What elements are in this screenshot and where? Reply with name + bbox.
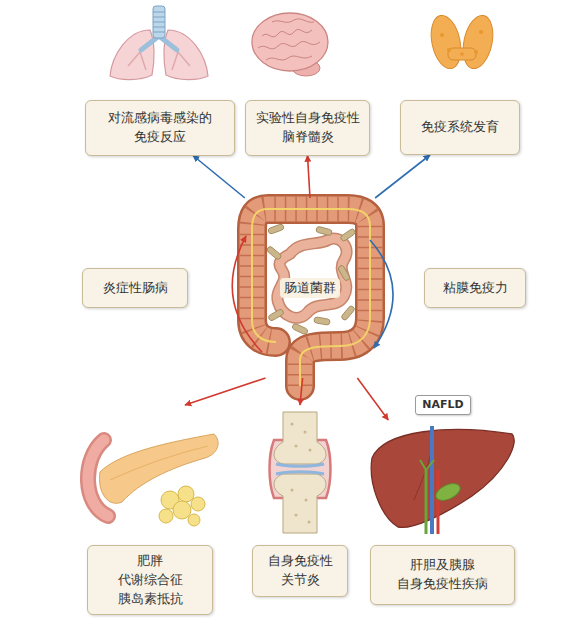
intestine-illustration: [252, 209, 370, 386]
brain-illustration: [252, 13, 328, 71]
intestine-illustration: [252, 209, 370, 386]
effect-box: 粘膜免疫力: [424, 268, 526, 308]
disease-tag: NAFLD: [415, 395, 471, 415]
pancreas-illustration: [173, 501, 191, 519]
node-label: 自身免疫性 关节炎: [252, 545, 348, 597]
thyroid-illustration: [448, 48, 476, 60]
node-label: 粘膜免疫力: [443, 279, 508, 298]
joint-illustration: [304, 431, 307, 434]
intestine-illustration: [314, 317, 331, 326]
cycle-arrows: [232, 236, 393, 352]
brain-illustration: [252, 13, 328, 76]
joint-illustration: [305, 499, 308, 502]
thyroid-illustration: [447, 48, 451, 52]
organ-effect: 肥胖 代谢综合征 胰岛素抵抗: [80, 405, 220, 615]
joint-illustration: [295, 514, 298, 517]
intestine-illustration: [267, 223, 284, 234]
organ-effect: 肝胆及胰腺 自身免疫性疾病: [365, 420, 520, 605]
lungs-illustration: [153, 6, 165, 38]
cycle-arrows: [370, 240, 393, 348]
effect-box: 对流感病毒感染的 免疫反应: [85, 100, 235, 156]
node-label: 肠道菌群: [280, 278, 340, 299]
brain-illustration: [258, 41, 320, 48]
intestine-illustration: [277, 239, 346, 318]
liver-illustration: [371, 426, 514, 534]
brain-illustration: [266, 56, 312, 60]
pancreas-illustration: [188, 514, 200, 526]
lungs-illustration: [128, 38, 190, 70]
joint-illustration: [291, 489, 294, 492]
intestine-illustration: [268, 308, 285, 321]
gut-microbiota: 肠道菌群: [236, 198, 384, 378]
joint-illustration: [276, 464, 324, 466]
node-label: 肝胆及胰腺 自身免疫性疾病: [370, 545, 515, 605]
intestine-illustration: [277, 239, 346, 318]
liver-illustration: [420, 460, 434, 470]
thyroid-illustration: [440, 33, 444, 37]
node-label: NAFLD: [422, 397, 463, 412]
brain-illustration: [272, 19, 314, 22]
organ-effect: 自身免疫性 关节炎: [245, 405, 355, 597]
intestine-illustration: [340, 228, 357, 242]
liver-illustration: [430, 426, 434, 534]
liver-illustration: [433, 480, 462, 504]
influence-arrow: [375, 155, 430, 198]
pancreas-illustration: [159, 509, 173, 523]
joint-illustration: [274, 412, 326, 464]
node-label: 免疫系统发育: [421, 118, 499, 137]
intestine-illustration: [252, 209, 370, 386]
liver-illustration: [371, 429, 514, 527]
pancreas-illustration: [178, 486, 194, 502]
joint-illustration: [270, 412, 331, 533]
thyroid-illustration: [427, 13, 466, 72]
thyroid-illustration: [474, 50, 478, 54]
lungs-illustration: [110, 30, 154, 80]
pancreas-illustration: [191, 497, 205, 511]
pancreas-illustration: [88, 434, 218, 526]
intestine-illustration: [252, 209, 370, 386]
pancreas-illustration: [100, 434, 219, 503]
joint-illustration: [274, 474, 326, 533]
pancreas-illustration: [110, 446, 208, 480]
intestine-illustration: [266, 246, 282, 261]
influence-arrow: [308, 156, 311, 199]
liver-illustration: [437, 470, 440, 534]
thyroid-illustration: [460, 52, 464, 56]
node-label: 实验性自身免疫性 脑脊髓炎: [254, 109, 361, 147]
effect-box: 免疫系统发育: [400, 100, 520, 155]
effect-box: 实验性自身免疫性 脑脊髓炎: [245, 100, 370, 156]
lungs-illustration: [153, 12, 165, 32]
lungs-illustration: [164, 30, 208, 80]
brain-illustration: [262, 29, 312, 36]
joint-illustration: [295, 445, 298, 448]
thyroid-illustration: [479, 30, 483, 34]
cycle-arrows: [232, 236, 262, 352]
joint-illustration: [308, 521, 311, 524]
effect-box: 炎症性肠病: [82, 268, 188, 308]
influence-arrow: [357, 378, 388, 420]
joint-illustration: [309, 449, 312, 452]
intestine-illustration: [252, 209, 370, 386]
liver-illustration: [425, 470, 428, 534]
joint-illustration: [291, 423, 294, 426]
intestine-illustration: [315, 226, 332, 236]
intestine-illustration: [291, 323, 308, 335]
influence-arrow: [300, 378, 303, 405]
thyroid-illustration: [427, 13, 498, 72]
node-label: 炎症性肠病: [103, 279, 168, 298]
lungs-illustration: [110, 6, 208, 80]
influence-arrow: [185, 378, 266, 405]
influence-arrow: [193, 156, 245, 199]
node-label: 肥胖 代谢综合征 胰岛素抵抗: [87, 545, 213, 615]
node-label: 对流感病毒感染的 免疫反应: [94, 109, 226, 147]
intestine-illustration: [341, 305, 356, 321]
joint-illustration: [276, 472, 324, 474]
thyroid-illustration: [459, 13, 498, 72]
